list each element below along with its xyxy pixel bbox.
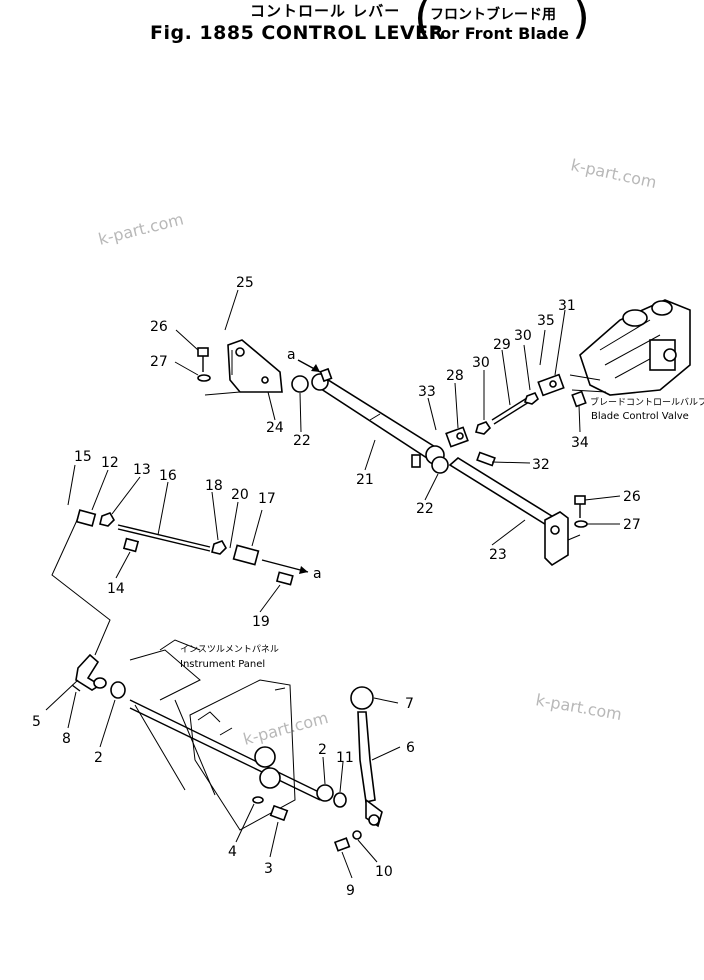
callout-3: 3 <box>264 861 273 877</box>
clevis-part <box>75 509 97 527</box>
callout-9: 9 <box>346 883 355 899</box>
clevis-part <box>232 544 260 566</box>
bushing-part <box>431 456 449 474</box>
callout-29: 29 <box>493 337 511 353</box>
lever-arm <box>75 653 107 691</box>
callout-27: 27 <box>623 517 641 533</box>
washer-part <box>352 830 362 840</box>
pin-part <box>571 390 587 408</box>
watermark: k-part.com <box>534 690 623 724</box>
callout-26: 26 <box>623 489 641 505</box>
bushing-part <box>291 375 309 393</box>
bushing-part <box>110 681 126 699</box>
callout-20: 20 <box>231 487 249 503</box>
bushing-part <box>316 784 334 802</box>
callout-2: 2 <box>318 742 327 758</box>
callout-6: 6 <box>406 740 415 756</box>
right-bracket: ) <box>572 0 590 44</box>
nut-part <box>99 512 115 527</box>
callout-25: 25 <box>236 275 254 291</box>
blade-control-valve <box>569 299 691 396</box>
bolt-part <box>269 804 289 822</box>
bearing-housing <box>254 746 281 789</box>
pin-part <box>476 451 496 467</box>
callout-26: 26 <box>150 319 168 335</box>
callout-33: 33 <box>418 384 436 400</box>
title-japanese: コントロール レバー <box>250 2 401 20</box>
instrument-label-en: Instrument Panel <box>180 659 265 670</box>
callout-30: 30 <box>514 328 532 344</box>
bolt-part <box>333 837 351 852</box>
watermark: k-part.com <box>569 155 658 192</box>
callout-23: 23 <box>489 547 507 563</box>
leader-line <box>51 517 111 656</box>
leader-lines <box>45 289 621 879</box>
callout-8: 8 <box>62 731 71 747</box>
callout-31: 31 <box>558 298 576 314</box>
bolt-part <box>574 495 588 528</box>
control-shaft <box>129 699 326 801</box>
reference-a-top: a <box>287 347 296 363</box>
callout-4: 4 <box>228 844 237 860</box>
callout-17: 17 <box>258 491 276 507</box>
callout-7: 7 <box>405 696 414 712</box>
instrument-label-jp: インスツルメントパネル <box>180 644 279 655</box>
valve-label-jp: ブレードコントロールバルブ <box>590 396 704 408</box>
rod-part <box>117 524 211 548</box>
callout-22: 22 <box>293 433 311 449</box>
callout-16: 16 <box>159 468 177 484</box>
knob-part <box>350 686 374 710</box>
subtitle-english: For Front Blade <box>430 24 569 43</box>
callout-22: 22 <box>416 501 434 517</box>
collar-part <box>333 792 347 808</box>
subtitle-japanese: フロントブレード用 <box>430 7 556 23</box>
callout-27: 27 <box>150 354 168 370</box>
left-bracket: ( <box>414 0 432 44</box>
spring-pin <box>71 684 81 692</box>
callout-32: 32 <box>532 457 550 473</box>
nut-part <box>475 421 492 435</box>
washer-part <box>252 796 264 804</box>
callout-21: 21 <box>356 472 374 488</box>
callout-19: 19 <box>252 614 270 630</box>
callout-13: 13 <box>133 462 151 478</box>
nut-part <box>523 391 539 405</box>
callout-34: 34 <box>571 435 589 451</box>
callout-24: 24 <box>266 420 284 436</box>
callout-numbers: 25 26 27 24 22 21 33 28 30 29 30 35 31 3… <box>32 275 641 899</box>
reference-a-mid: a <box>313 566 322 582</box>
lever-shaft <box>448 457 581 567</box>
bracket-part <box>204 339 283 396</box>
figure-title: Fig. 1885 CONTROL LEVER <box>150 22 444 44</box>
nut-part <box>211 540 227 555</box>
rod-part <box>491 397 528 421</box>
callout-35: 35 <box>537 313 555 329</box>
control-lever <box>357 711 383 828</box>
callout-15: 15 <box>74 449 92 465</box>
callout-10: 10 <box>375 864 393 880</box>
clevis-part <box>537 373 565 397</box>
valve-label-en: Blade Control Valve <box>591 411 689 422</box>
callout-30: 30 <box>472 355 490 371</box>
watermark: k-part.com <box>241 708 330 749</box>
callout-11: 11 <box>336 750 354 766</box>
callout-2: 2 <box>94 750 103 766</box>
callout-5: 5 <box>32 714 41 730</box>
instrument-panel <box>129 639 296 831</box>
callout-12: 12 <box>101 455 119 471</box>
clevis-part <box>445 426 469 448</box>
callout-18: 18 <box>205 478 223 494</box>
pin-part <box>122 537 140 553</box>
callout-14: 14 <box>107 581 125 597</box>
callout-28: 28 <box>446 368 464 384</box>
pin-part <box>275 571 294 586</box>
bolt-part <box>197 347 211 382</box>
watermark: k-part.com <box>96 209 185 249</box>
